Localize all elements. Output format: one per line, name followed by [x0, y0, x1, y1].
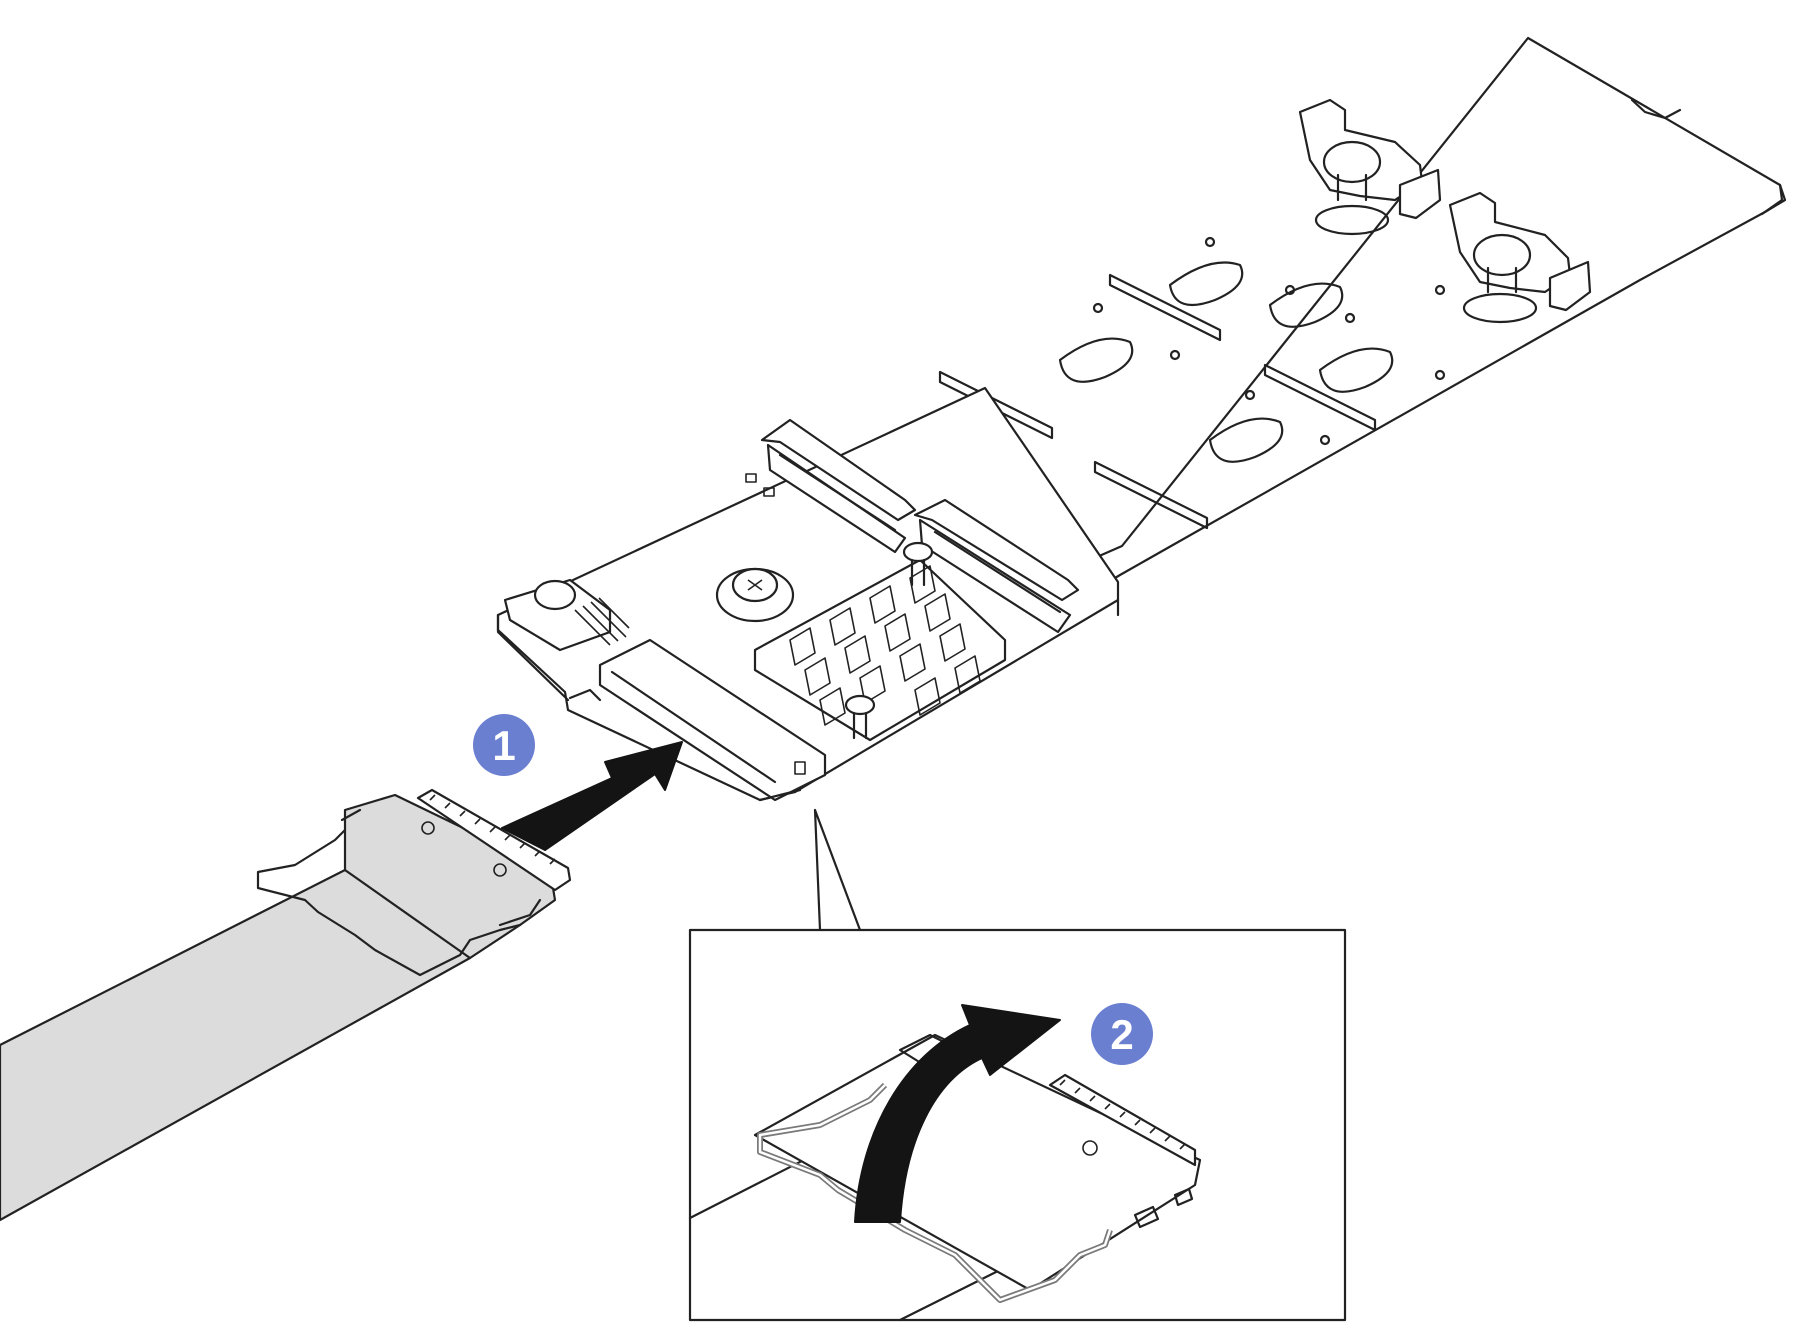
right-arrow-icon: [501, 741, 683, 851]
screw-1: [715, 567, 795, 623]
m2-connector-1: [760, 418, 917, 554]
adapter-board: [496, 386, 1120, 802]
m2-connector-2: [913, 498, 1080, 634]
power-connector: [503, 578, 630, 652]
retention-clip-1[interactable]: [1298, 98, 1442, 236]
m2-carrier-board: [938, 36, 1787, 580]
standoff-1: [902, 541, 934, 587]
callout-number-1: 1: [492, 722, 515, 769]
callout-badge-2: 2: [1091, 1003, 1153, 1065]
curved-arrow-icon: [854, 1004, 1061, 1223]
flat-cable[interactable]: [0, 788, 572, 1222]
mounting-slots: [1058, 236, 1446, 463]
cable-socket: [568, 638, 827, 802]
retention-clip-2[interactable]: [1448, 191, 1592, 324]
standoff-2: [844, 694, 876, 740]
callout-number-2: 2: [1110, 1011, 1133, 1058]
detail-inset: [688, 808, 1347, 1322]
callout-badge-1: 1: [473, 714, 535, 776]
